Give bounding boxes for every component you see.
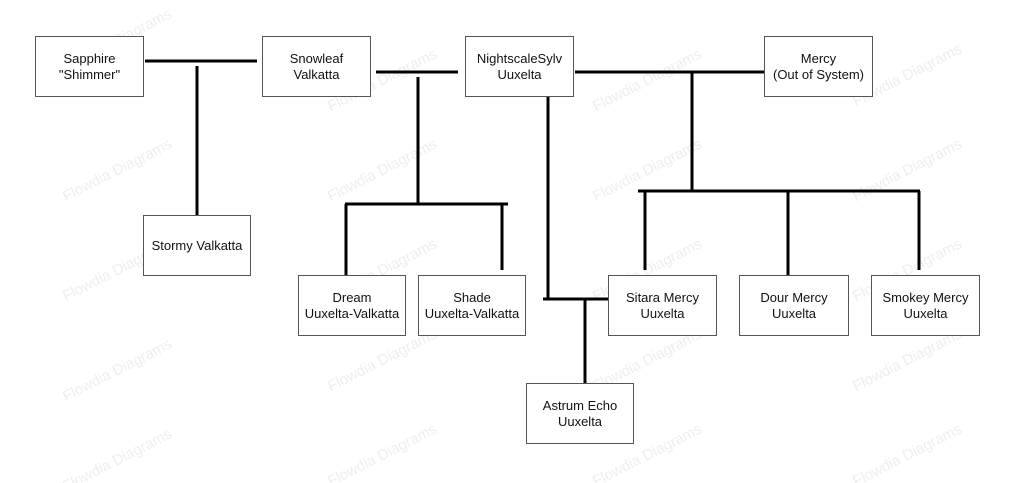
node-dour[interactable]: Dour Mercy Uuxelta [739,275,849,336]
node-dour-name: Dour Mercy [760,289,828,305]
node-snowleaf-surname: Valkatta [293,66,340,82]
node-nightscale[interactable]: NightscaleSylv Uuxelta [465,36,574,97]
node-mercy-status: (Out of System) [772,66,865,82]
node-astrum-surname: Uuxelta [557,413,603,429]
node-dream[interactable]: Dream Uuxelta-Valkatta [298,275,406,336]
node-stormy[interactable]: Stormy Valkatta [143,215,251,276]
node-snowleaf-name: Snowleaf [289,50,344,66]
node-sapphire[interactable]: Sapphire "Shimmer" [35,36,144,97]
node-astrum[interactable]: Astrum Echo Uuxelta [526,383,634,444]
node-shade[interactable]: Shade Uuxelta-Valkatta [418,275,526,336]
node-smokey-name: Smokey Mercy [882,289,969,305]
node-snowleaf[interactable]: Snowleaf Valkatta [262,36,371,97]
node-dream-name: Dream [332,289,372,305]
node-sitara[interactable]: Sitara Mercy Uuxelta [608,275,717,336]
node-dour-surname: Uuxelta [771,305,817,321]
node-shade-name: Shade [453,289,491,305]
node-smokey[interactable]: Smokey Mercy Uuxelta [871,275,980,336]
node-stormy-name: Stormy Valkatta [151,237,243,253]
node-sitara-name: Sitara Mercy [626,289,699,305]
node-mercy[interactable]: Mercy (Out of System) [764,36,873,97]
node-dream-surname: Uuxelta-Valkatta [304,305,400,321]
node-sapphire-name: Sapphire [63,50,116,66]
node-nightscale-name: NightscaleSylv [476,50,563,66]
node-smokey-surname: Uuxelta [903,305,948,321]
node-nightscale-surname: Uuxelta [497,66,542,82]
node-sitara-surname: Uuxelta [640,305,685,321]
node-shade-surname: Uuxelta-Valkatta [424,305,520,321]
node-astrum-name: Astrum Echo [542,397,618,413]
node-sapphire-nickname: "Shimmer" [58,66,121,82]
node-mercy-name: Mercy [800,50,837,66]
